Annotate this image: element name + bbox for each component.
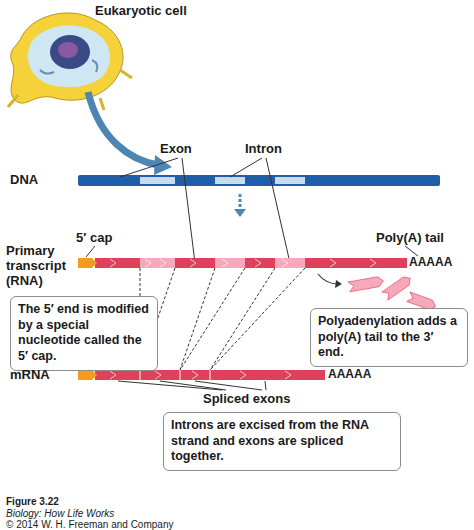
cell-illustration [8, 13, 132, 110]
splice-lines [140, 268, 305, 370]
pointer-arrow [88, 92, 158, 165]
callout-box: Introns are excised from the RNA strand … [163, 412, 401, 471]
leader-lines [120, 158, 290, 263]
primary-transcript [78, 246, 418, 268]
exon-label: Exon [160, 142, 192, 157]
copyright-note: © 2014 W. H. Freeman and Company [6, 519, 173, 530]
bracket-label: Spliced exons [203, 392, 290, 407]
strand-label: Primary transcript (RNA) [6, 244, 78, 289]
bracket-lines [118, 381, 266, 390]
tail-label: Poly(A) tail [376, 231, 444, 246]
mrna-strand [78, 370, 325, 380]
cell-label: Eukaryotic cell [95, 4, 187, 19]
cap-label: 5′ cap [76, 231, 112, 246]
figure-caption: Figure 3.22 [6, 496, 59, 507]
poly-a-sequence: AAAAA [409, 256, 452, 270]
poly-a-sequence: AAAAA [328, 368, 371, 382]
strand-label: mRNA [10, 368, 50, 383]
callout-text: Introns are excised from the RNA strand … [171, 418, 393, 465]
book-title: Biology: How Life Works [6, 508, 114, 519]
callout-text: The 5′ end is modified by a special nucl… [18, 302, 150, 365]
dna-strand [78, 175, 440, 186]
excised-introns [318, 274, 437, 311]
transcription-arrow [234, 194, 246, 217]
callout-box: Polyadenylation adds a poly(A) tail to t… [310, 308, 468, 367]
intron-label: Intron [245, 142, 282, 157]
strand-label: DNA [10, 173, 38, 188]
callout-box: The 5′ end is modified by a special nucl… [10, 296, 158, 371]
callout-text: Polyadenylation adds a poly(A) tail to t… [318, 314, 460, 361]
